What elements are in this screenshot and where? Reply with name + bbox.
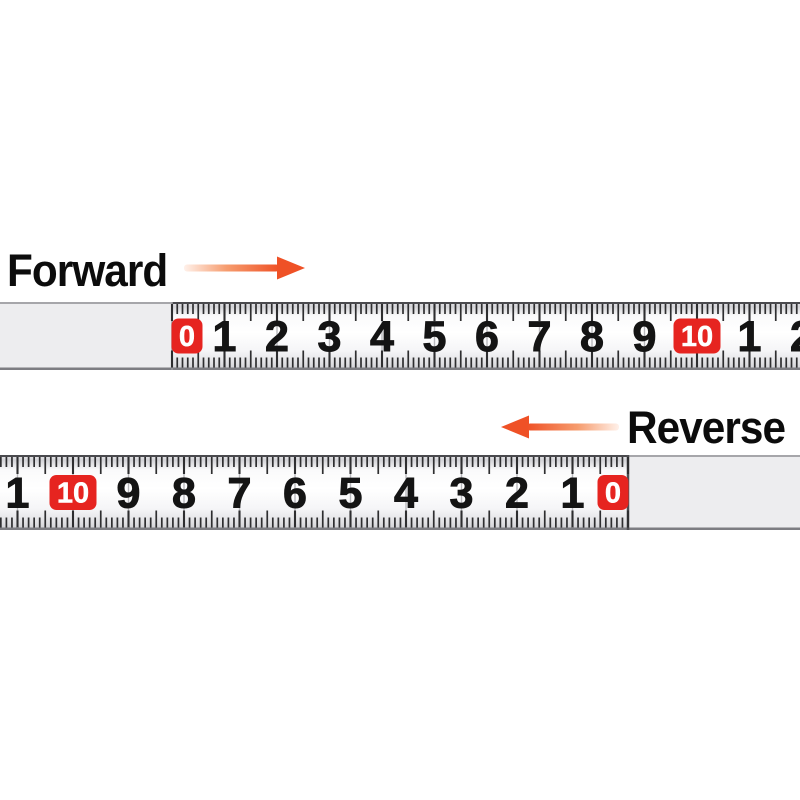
ruler-number: 4 <box>394 470 418 518</box>
ruler-number-highlight: 10 <box>57 478 89 510</box>
ruler-number: 9 <box>633 313 657 361</box>
ruler-number: 6 <box>475 313 499 361</box>
forward-label: Forward <box>7 245 168 296</box>
ruler-number: 1 <box>738 313 762 361</box>
ruler-number-highlight: 10 <box>681 321 713 353</box>
tape-blank-section <box>628 457 800 528</box>
ruler-number: 7 <box>528 313 552 361</box>
ruler-number: 1 <box>213 313 237 361</box>
red-index-box <box>597 475 629 510</box>
reverse-label: Reverse <box>627 402 786 453</box>
ruler-number: 4 <box>370 313 394 361</box>
ruler-number: 9 <box>117 470 141 518</box>
red-index-box <box>171 318 203 354</box>
ruler-number: 2 <box>790 313 800 361</box>
ruler-number: 8 <box>580 313 604 361</box>
reverse-arrow-icon <box>501 415 619 439</box>
forward-arrow-icon <box>184 256 305 280</box>
ruler-number-highlight: 0 <box>179 321 195 353</box>
ruler-number-highlight: 0 <box>605 478 621 510</box>
tape-blank-section <box>0 304 172 368</box>
ruler-number: 1 <box>561 470 585 518</box>
ruler-number: 1 <box>6 470 30 518</box>
red-index-box <box>673 318 721 354</box>
ruler-number: 5 <box>339 470 363 518</box>
ruler-number: 5 <box>423 313 447 361</box>
red-index-box <box>49 475 97 510</box>
ruler-number: 6 <box>283 470 307 518</box>
ruler-number: 2 <box>265 313 289 361</box>
ruler-number: 3 <box>318 313 342 361</box>
ruler-number: 8 <box>172 470 196 518</box>
forward-tape-ruler: 01234567891012 <box>0 302 800 370</box>
ruler-number: 2 <box>505 470 529 518</box>
ruler-number: 3 <box>450 470 474 518</box>
ruler-number: 7 <box>228 470 252 518</box>
